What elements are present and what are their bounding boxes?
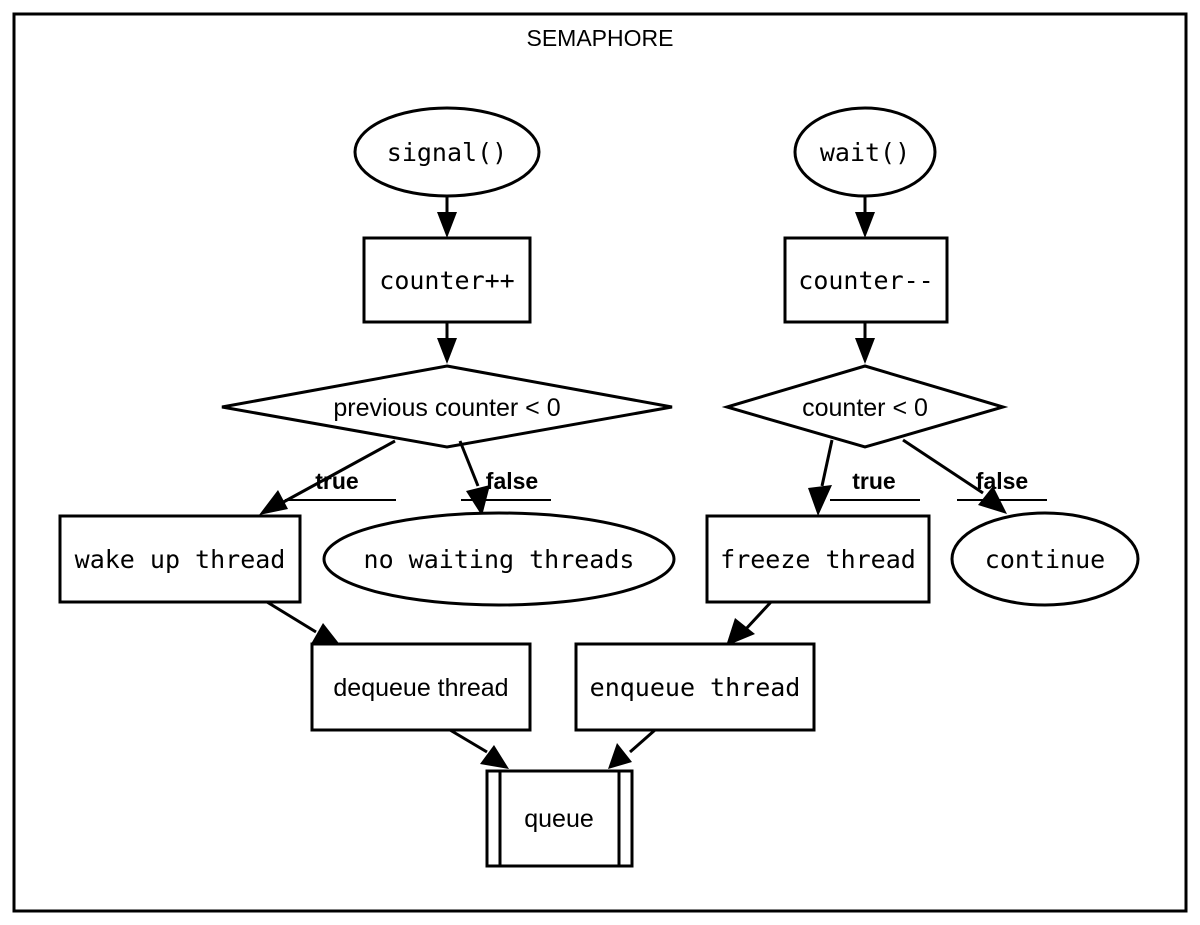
node-previous-counter-check-label: previous counter < 0 xyxy=(333,394,560,422)
edge-wake-to-dequeue xyxy=(266,600,317,634)
node-counter-decrement-label: counter-- xyxy=(798,266,933,295)
node-no-waiting-threads xyxy=(322,511,676,607)
arrowhead-wait-to-counter-dec xyxy=(855,212,875,238)
edge-counter-check-true xyxy=(820,439,834,487)
edge-label-left-false: false xyxy=(486,468,538,494)
arrowhead-freeze-to-enqueue xyxy=(726,618,755,646)
node-dequeue-thread-label: dequeue thread xyxy=(333,674,508,702)
arrowhead-enqueue-to-queue xyxy=(608,743,632,769)
edge-label-right-false: false xyxy=(976,468,1028,494)
node-enqueue-thread-label: enqueue thread xyxy=(590,673,801,702)
node-no-waiting-threads-label: no waiting threads xyxy=(364,545,635,574)
diagram-title: SEMAPHORE xyxy=(527,25,674,51)
node-previous-counter-check xyxy=(221,364,673,449)
arrowhead-signal-to-counter-inc xyxy=(437,212,457,238)
edge-prev-check-false xyxy=(458,440,480,487)
node-continue-label: continue xyxy=(985,545,1105,574)
node-continue xyxy=(950,511,1140,607)
node-wake-up-thread-label: wake up thread xyxy=(75,545,286,574)
edge-counter-check-false xyxy=(902,438,984,495)
edge-freeze-to-enqueue xyxy=(743,600,773,632)
node-counter-increment-label: counter++ xyxy=(379,266,514,295)
node-queue xyxy=(485,769,634,868)
edge-label-left-true: true xyxy=(315,468,358,494)
arrowhead-counter-check-true xyxy=(808,485,832,516)
arrowhead-dequeue-to-queue xyxy=(480,745,509,769)
node-signal-label: signal() xyxy=(387,138,507,167)
arrowhead-counter-dec-to-check xyxy=(855,338,875,364)
node-counter-check xyxy=(721,364,1009,449)
diagram-frame xyxy=(12,12,1188,913)
arrowhead-prev-check-true xyxy=(259,490,288,515)
edge-enqueue-to-queue xyxy=(629,728,656,754)
arrowhead-counter-inc-to-check xyxy=(437,338,457,364)
node-dequeue-thread xyxy=(310,642,532,732)
node-counter-check-label: counter < 0 xyxy=(802,394,928,422)
edge-dequeue-to-queue xyxy=(449,728,488,754)
node-counter-decrement xyxy=(783,236,949,324)
edge-prev-check-true xyxy=(277,439,396,507)
node-freeze-thread-label: freeze thread xyxy=(720,545,916,574)
node-freeze-thread xyxy=(705,514,931,604)
edge-label-right-true: true xyxy=(852,468,895,494)
node-enqueue-thread xyxy=(574,642,816,732)
node-wait-label: wait() xyxy=(820,138,910,167)
arrowhead-wake-to-dequeue xyxy=(311,623,341,646)
node-wake-up-thread xyxy=(58,514,302,604)
node-queue-label: queue xyxy=(524,805,594,833)
